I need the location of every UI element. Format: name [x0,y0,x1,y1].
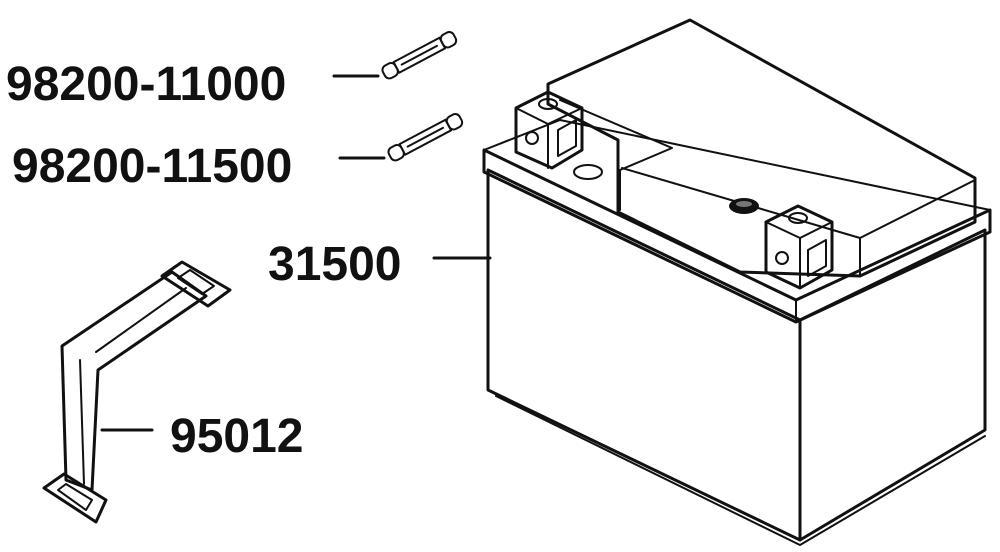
battery-lid-rim-top [483,119,991,211]
battery-lid-block [546,18,977,278]
battery-terminal-right [764,204,834,290]
battery-side-face [798,228,987,542]
part-number-strap: 95012 [170,410,303,463]
fuse-1 [381,31,458,80]
part-number-fuse-2: 98200-11500 [12,140,292,193]
fuse-2 [387,113,464,162]
battery-lid-front-edge [621,167,976,239]
strap-buckle-top [160,260,232,308]
battery-bottom-edge [495,395,986,546]
strap-band-edge [79,287,187,485]
battery-lid-step [559,99,673,211]
part-number-battery: 31500 [268,238,401,291]
battery-lid-block-top [547,19,976,179]
battery-lid-rim [482,148,992,324]
part-number-fuse-1: 98200-11000 [6,58,286,111]
battery-strap [42,260,232,524]
battery [482,18,992,546]
strap-buckle-bottom [42,472,108,524]
vent-cap-left [573,164,603,180]
battery-terminal-left [514,90,584,170]
vent-cap-right-hole [736,201,752,207]
